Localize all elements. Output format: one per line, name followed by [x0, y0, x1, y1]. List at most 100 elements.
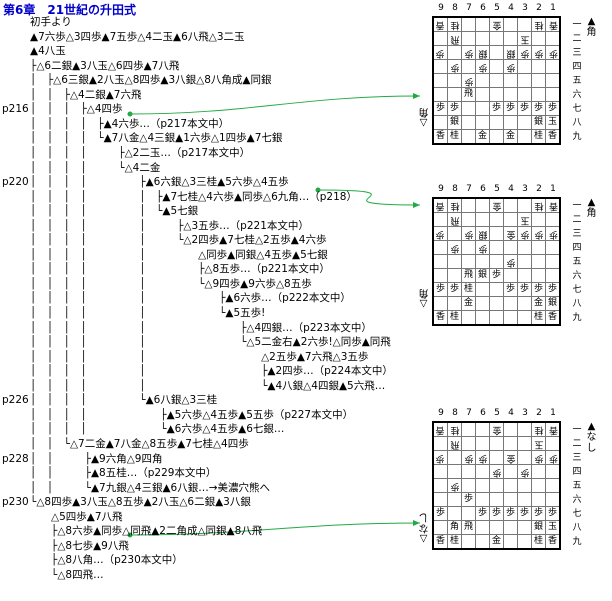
move-line: ├△6二銀▲3八玉△6四歩▲7八飛	[30, 59, 180, 72]
board-square: 金	[531, 296, 546, 311]
move-line: │ │ │ │ │ △同歩▲同銀△4五歩▲5七銀	[30, 248, 328, 261]
board-square	[461, 421, 476, 437]
board-square	[517, 73, 532, 88]
board-square: 歩	[517, 45, 532, 60]
board-square	[531, 212, 546, 227]
board-square: 玉	[517, 31, 532, 46]
board-square	[489, 226, 504, 241]
board-square: 桂	[447, 129, 462, 145]
column-label: 2	[536, 408, 542, 418]
board-square	[432, 296, 448, 311]
column-label: 8	[452, 184, 458, 194]
board-square	[475, 16, 490, 32]
board-square	[503, 268, 518, 283]
board-square	[503, 73, 518, 88]
board-square	[489, 436, 504, 451]
board-square	[489, 254, 504, 269]
row-label: 九	[572, 132, 582, 142]
column-label: 3	[522, 184, 528, 194]
board-square	[461, 478, 476, 493]
board-square: 銀	[531, 520, 546, 535]
board-square: 桂	[531, 310, 546, 326]
board-square	[489, 282, 504, 297]
row-label: 一	[572, 425, 582, 435]
board-square	[503, 197, 518, 213]
board-square: 歩	[447, 59, 462, 74]
board-square	[531, 492, 546, 507]
arrow-head	[413, 202, 420, 208]
move-line: │ │ │ │ └▲6六歩△4五歩▲6七銀…	[30, 423, 285, 436]
board-square	[475, 421, 490, 437]
chapter-title: 第6章 21世紀の升田式	[3, 3, 137, 17]
board-square	[461, 534, 476, 550]
board-square	[517, 296, 532, 311]
column-label: 4	[508, 184, 514, 194]
board-square	[489, 240, 504, 255]
board-square: 香	[545, 534, 561, 550]
move-line: │ │ ├△4二銀▲7六飛	[30, 88, 142, 101]
move-line: │ │ └△7二金▲7八金△8五歩▲7七桂△4四歩	[30, 437, 249, 450]
board-square	[461, 436, 476, 451]
column-label: 7	[466, 3, 472, 13]
board-square: 玉	[545, 115, 561, 130]
move-line: │ │ │ │ │ └△2四歩▲7七桂△2五歩▲4六歩	[30, 234, 327, 247]
board-square	[517, 478, 532, 493]
board-square	[545, 492, 561, 507]
row-label: 七	[572, 285, 582, 295]
board-square: 歩	[433, 45, 448, 60]
board-square: 桂	[531, 17, 546, 32]
board-square	[517, 492, 532, 507]
board-square: 桂	[447, 310, 462, 326]
board-square: 飛	[447, 212, 462, 227]
column-label: 3	[522, 408, 528, 418]
board-square	[461, 254, 476, 269]
board-square	[489, 450, 504, 465]
column-label: 1	[550, 184, 556, 194]
board-square	[475, 115, 490, 130]
board-square: 桂	[531, 129, 546, 145]
board-square: 歩	[489, 268, 504, 283]
board-square	[447, 268, 462, 283]
move-line: └△8四飛…	[30, 568, 104, 581]
board-square: 歩	[531, 506, 546, 521]
board-square: 歩	[475, 450, 490, 465]
board-grid: 香桂金桂香飛玉歩歩歩金歩歩歩歩歩歩歩歩歩歩歩歩歩角飛銀玉香桂金桂香	[432, 421, 561, 550]
board-square: 歩	[432, 101, 448, 116]
board-square: 角	[447, 520, 462, 535]
column-label: 5	[494, 184, 500, 194]
board-square	[489, 492, 504, 507]
board-square	[432, 240, 448, 255]
board-square: 金	[475, 129, 490, 145]
board-square: 金	[489, 422, 504, 437]
row-label: 八	[572, 299, 582, 309]
row-label: 三	[572, 48, 582, 58]
board-square: 桂	[447, 17, 462, 32]
board-square: 桂	[531, 534, 546, 550]
board-square	[517, 197, 532, 213]
board-square	[503, 520, 518, 535]
board-square	[489, 520, 504, 535]
board-square: 銀	[475, 226, 490, 241]
gote-hand: △ な し	[418, 511, 429, 544]
page-ref: p228	[2, 452, 29, 465]
move-line: │ │ │ │ └▲6八銀△3三桂	[30, 394, 218, 407]
move-line: ├△8七歩▲9八飛	[30, 539, 129, 552]
board-square	[545, 59, 561, 74]
board-square: 歩	[447, 282, 462, 297]
board-square: 桂	[531, 422, 546, 437]
row-label: 六	[572, 271, 582, 281]
board-square	[517, 310, 532, 326]
move-line: △5四歩▲7八飛	[30, 510, 123, 523]
board-square: 歩	[489, 506, 504, 521]
board-square: 歩	[517, 101, 532, 116]
column-label: 9	[438, 408, 444, 418]
board-square: 歩	[545, 450, 560, 465]
board-square	[432, 464, 448, 479]
board-square: 金	[503, 226, 518, 241]
board-square: 歩	[517, 226, 532, 241]
row-label: 二	[572, 34, 582, 44]
board-square	[545, 478, 561, 493]
gote-hand: △ 角	[418, 106, 429, 128]
